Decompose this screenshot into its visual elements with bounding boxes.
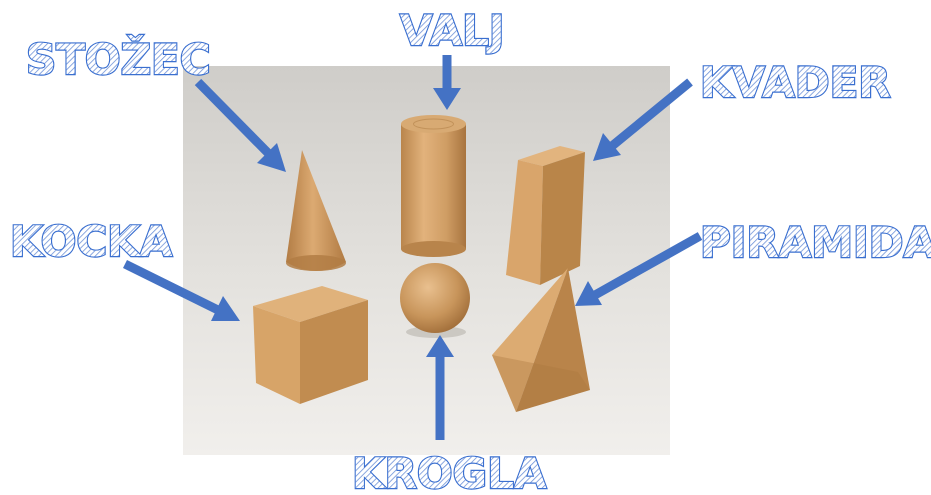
label-stozec-text: STOŽEC	[26, 34, 211, 84]
label-valj-text: VALJ	[400, 6, 505, 55]
label-kocka-text: KOCKA	[10, 217, 173, 266]
label-krogla-text: KROGLA	[352, 449, 547, 495]
arrow-kvader	[593, 78, 693, 161]
cuboid-object	[506, 146, 585, 285]
label-kvader-hatch: KVADER	[700, 58, 891, 107]
arrows	[123, 55, 703, 440]
arrow-stozec	[194, 78, 286, 172]
label-piramida-text: PIRAMIDA	[700, 218, 931, 267]
label-stozec: STOŽEC STOŽEC	[25, 33, 212, 85]
label-valj-hatch: VALJ	[400, 6, 505, 55]
label-kocka-hatch: KOCKA	[10, 217, 173, 266]
pyramid-object	[492, 268, 590, 412]
labels: STOŽEC STOŽEC VALJ VALJ KVADER KVADER KO…	[9, 5, 931, 495]
label-kvader-text: KVADER	[700, 58, 891, 107]
cube-object	[253, 286, 368, 404]
solids-photo	[183, 66, 670, 455]
arrow-valj	[433, 55, 461, 110]
label-piramida: PIRAMIDA PIRAMIDA	[699, 217, 931, 268]
arrow-krogla	[426, 335, 454, 440]
cylinder-object	[401, 115, 466, 257]
label-krogla: KROGLA KROGLA	[351, 448, 548, 495]
label-piramida-hatch: PIRAMIDA	[700, 218, 931, 267]
label-kvader: KVADER KVADER	[699, 57, 892, 108]
label-valj: VALJ VALJ	[399, 5, 506, 56]
sphere-object	[400, 263, 470, 338]
label-kocka: KOCKA KOCKA	[9, 216, 174, 267]
cone-object	[286, 150, 346, 271]
label-stozec-hatch: STOŽEC	[26, 34, 211, 84]
arrow-piramida	[575, 232, 703, 306]
arrow-kocka	[123, 259, 240, 321]
label-krogla-hatch: KROGLA	[352, 449, 547, 495]
